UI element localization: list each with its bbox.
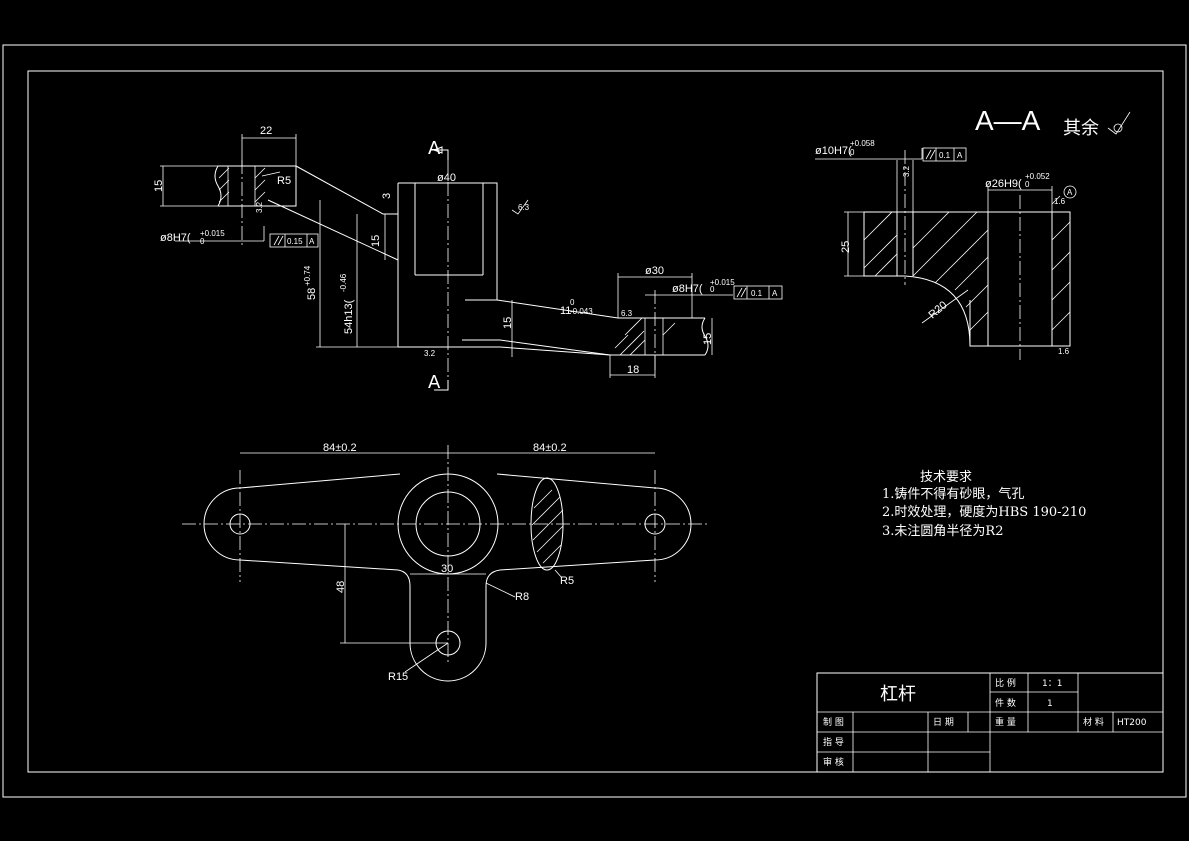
bore-8h7-right-tol: +0.015	[710, 278, 735, 287]
datum-a-left: A	[309, 237, 315, 246]
bore-8h7-left-tol: +0.015	[200, 229, 225, 238]
dim-15-mid: 15	[370, 235, 382, 247]
ra-bottom: 3.2	[424, 349, 436, 358]
dim-15-left: 15	[153, 180, 165, 192]
technical-requirements: 技术要求 1.铸件不得有砂眼，气孔 2.时效处理，硬度为HBS 190-210 …	[882, 470, 1086, 539]
bore-8h7-left-tol0: 0	[200, 237, 205, 246]
scale-value: 1：1	[1042, 679, 1062, 689]
ra-small: 6.3	[621, 309, 633, 318]
bore-26h9: ø26H9(	[985, 178, 1022, 190]
ra-aa-1: 3.2	[902, 165, 911, 177]
material-value: HT200	[1117, 718, 1147, 728]
inner-border	[27, 70, 1164, 773]
scale-label: 比 例	[995, 677, 1016, 689]
front-view: A A 22 15 R5 ø8H7( +0.015 0 0.15 A 3.2 ø…	[153, 125, 783, 393]
dim-30-top: 30	[441, 563, 453, 575]
dim-58: 58	[306, 288, 318, 300]
title-block: 杠杆 比 例 1：1 件 数 1 制 图 日 期 重 量 材 料 HT200 指…	[816, 672, 1164, 773]
dim-48: 48	[335, 581, 347, 593]
material-label: 材 料	[1083, 716, 1104, 728]
tech-req-item-2: 2.时效处理，硬度为HBS 190-210	[882, 504, 1086, 520]
dim-84-left: 84±0.2	[323, 442, 357, 454]
dim-11-tol0: 0	[570, 298, 575, 307]
dim-3: 3	[381, 193, 393, 199]
qty-label: 件 数	[995, 697, 1016, 709]
parallelism-01-aa: 0.1	[939, 151, 951, 160]
datum-a-circle: A	[1067, 188, 1073, 197]
dim-r20: R20	[926, 299, 949, 321]
tech-req-item-1: 1.铸件不得有砂眼，气孔	[882, 486, 1024, 502]
bore-10h7: ø10H7(	[815, 145, 852, 157]
dim-15-r1: 15	[502, 317, 514, 329]
ra-aa-2: 1.6	[1054, 197, 1066, 206]
top-view: 84±0.2 84±0.2 30 48 R5 R8 R15	[182, 442, 708, 683]
dim-15-r2: 15	[702, 333, 714, 345]
bore-10h7-tol: +0.058	[850, 139, 875, 148]
section-aa-view: A—A 其余 ø10H7( +0.058	[815, 105, 1131, 360]
section-label-a-bottom: A	[428, 372, 441, 393]
dim-r5-top: R5	[560, 575, 574, 587]
dim-54h13-tol: -0.46	[339, 273, 348, 292]
bore-8h7-right-tol0: 0	[710, 285, 715, 294]
bore-10h7-tol0: 0	[850, 148, 855, 157]
dim-r8: R8	[515, 591, 529, 603]
dim-22: 22	[260, 125, 272, 137]
bore-8h7-right: ø8H7(	[672, 283, 703, 295]
dim-r5-front: R5	[277, 175, 291, 187]
dim-54h13: 54h13(	[343, 299, 355, 334]
roughness-note: 其余	[1063, 118, 1099, 139]
dim-11: 11	[560, 305, 571, 317]
parallelism-01-front: 0.1	[751, 289, 763, 298]
ra-aa-3: 1.6	[1058, 347, 1070, 356]
guide-label: 指 导	[823, 736, 844, 748]
outer-border	[2, 44, 1187, 798]
dim-11-tol: -0.043	[570, 307, 593, 316]
bore-8h7-left: ø8H7(	[160, 232, 191, 244]
datum-a-right: A	[772, 289, 778, 298]
dim-18: 18	[627, 364, 639, 376]
part-name: 杠杆	[880, 684, 916, 705]
dim-25: 25	[840, 241, 852, 253]
ra-top: 6.3	[518, 203, 530, 212]
drawn-label: 制 图	[823, 716, 844, 728]
parallelism-015: 0.15	[287, 237, 303, 246]
section-label-a-top: A	[428, 138, 441, 159]
ra-left: 3.2	[255, 201, 264, 213]
dim-58-tol: +0.74	[303, 265, 312, 286]
date-label: 日 期	[933, 717, 954, 728]
datum-a-aa: A	[957, 151, 963, 160]
dim-phi30: ø30	[645, 265, 664, 277]
weight-label: 重 量	[995, 716, 1016, 728]
qty-value: 1	[1047, 699, 1053, 709]
section-aa-title: A—A	[975, 105, 1041, 136]
dim-r15: R15	[388, 671, 408, 683]
dim-phi40: ø40	[437, 172, 456, 184]
tech-req-item-3: 3.未注圆角半径为R2	[882, 524, 1003, 539]
dim-84-right: 84±0.2	[533, 442, 567, 454]
bore-26h9-tol: +0.052	[1025, 172, 1050, 181]
tech-req-heading: 技术要求	[920, 470, 972, 485]
review-label: 审 核	[823, 756, 844, 768]
bore-26h9-tol0: 0	[1025, 180, 1030, 189]
